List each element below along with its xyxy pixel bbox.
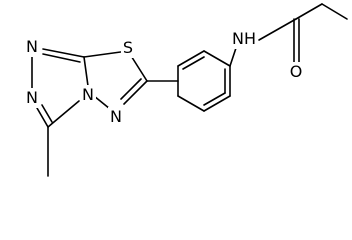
- bond-c6-n5-2: [120, 78, 142, 100]
- bond-benzene-2: [177, 50, 205, 67]
- bond-c7a-n1-1: [42, 48, 85, 58]
- atom-n-text: N: [26, 88, 38, 107]
- bond-c3-n4: [47, 100, 80, 128]
- atom-o-text: O: [290, 62, 303, 81]
- atom-label-n-bridgehead: N: [80, 85, 96, 105]
- bond-c7a-n1-2: [42, 53, 81, 63]
- atom-label-nh: NH: [231, 29, 257, 49]
- benzene-ring: [177, 50, 231, 112]
- bond-n4-c7a: [83, 56, 89, 87]
- bond-n2-c3-2: [41, 104, 53, 123]
- atom-label-s: S: [121, 38, 137, 58]
- atom-label-n-thiadiazole: N: [108, 107, 124, 127]
- bond-benzene-5: [203, 95, 231, 112]
- atom-nh-text: NH: [232, 29, 256, 48]
- bond-benzene-inner-2: [203, 92, 226, 106]
- bond-n2-c3-1: [36, 107, 49, 128]
- molecule-structure-diagram: NH O S N N N N: [24, 3, 348, 177]
- triazole-ring: [31, 48, 85, 177]
- bond-c6-n5-1: [123, 80, 148, 105]
- bond-ethyl-ch2-carbonyl: [295, 3, 323, 20]
- propionyl-chain: [229, 3, 348, 67]
- atom-n-text: N: [26, 37, 38, 56]
- bond-nh-ring: [229, 47, 237, 67]
- bond-benzene-inner-1: [182, 56, 205, 70]
- bond-ethyl-ch3-ch2: [321, 3, 348, 20]
- atom-s-text: S: [123, 38, 133, 57]
- atom-label-o: O: [287, 62, 303, 82]
- bond-s-c7a: [83, 50, 129, 58]
- atom-n-text: N: [82, 85, 94, 104]
- bond-benzene-1: [203, 50, 231, 67]
- atom-label-n-triazole-top: N: [24, 37, 40, 57]
- atom-label-n-triazole-left: N: [24, 88, 40, 108]
- bond-carbonyl-nh: [258, 18, 297, 41]
- atom-n-text: N: [110, 107, 122, 126]
- bond-benzene-4: [177, 95, 205, 112]
